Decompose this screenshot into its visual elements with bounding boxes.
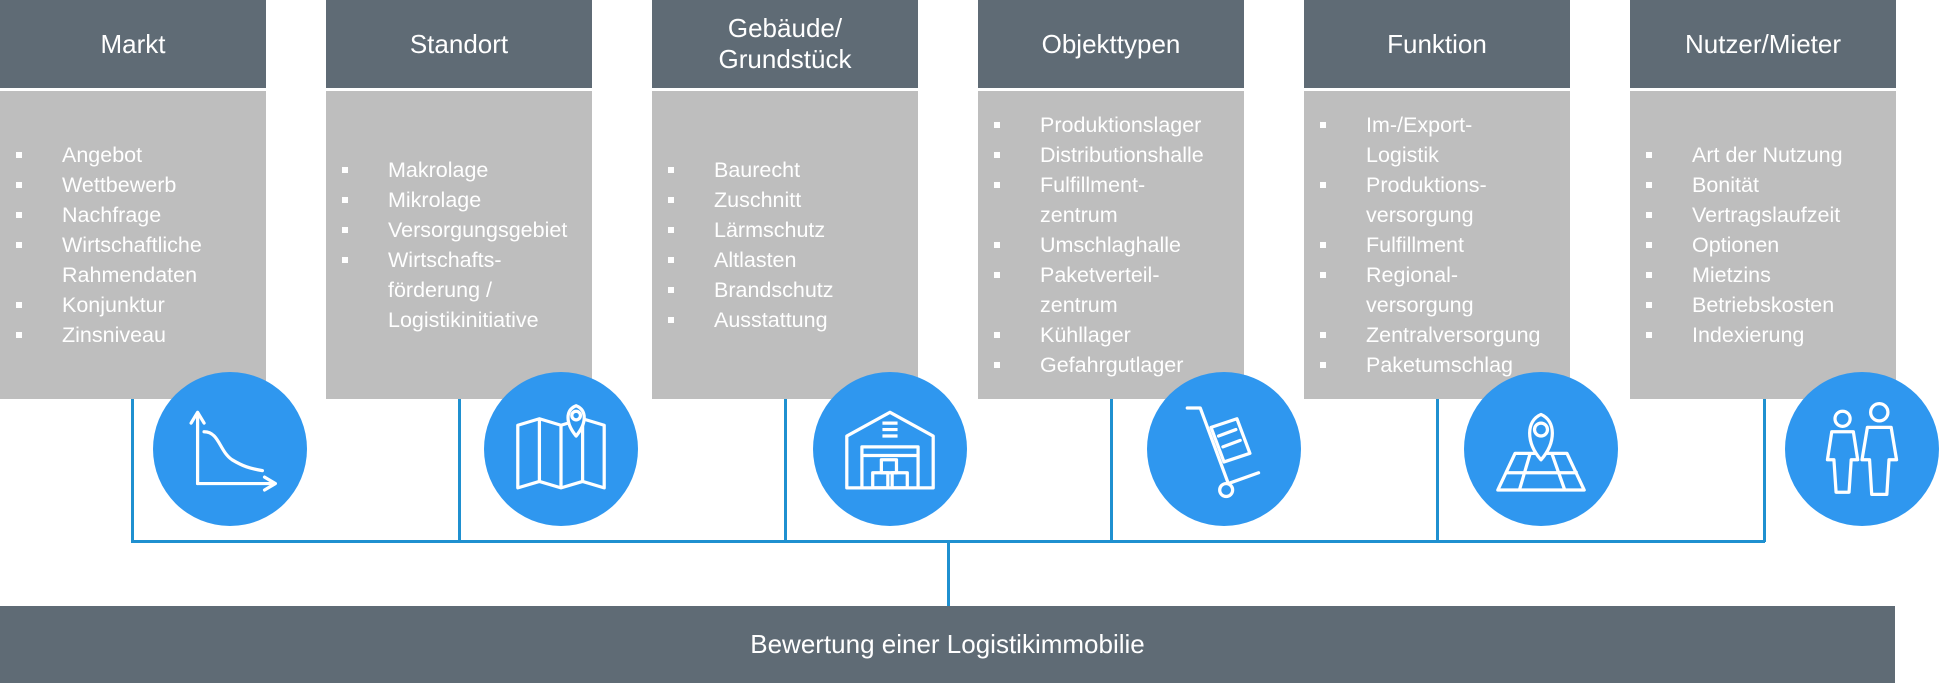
list-item: Wirtschaftliche Rahmendaten [16,230,202,290]
market-curve-chart-icon [189,410,277,492]
warehouse-icon [845,410,935,490]
list-item: Fulfillment [1320,230,1540,260]
column-divider [326,88,592,91]
list-item: Zinsniveau [16,320,202,350]
connector-drop-5 [1763,399,1766,542]
connector-drop-0 [131,399,134,542]
column-header: Markt [0,0,266,88]
list-item: Wettbewerb [16,170,202,200]
circle-function [1464,372,1618,526]
circle-object-types [1147,372,1301,526]
list-item: Regional- versorgung [1320,260,1540,320]
list-item: Makrolage [342,155,567,185]
column-divider [1630,88,1896,91]
list-item: Umschlaghalle [994,230,1204,260]
valuation-footer-bar: Bewertung einer Logistikimmobilie [0,606,1895,683]
list-item: Zuschnitt [668,185,834,215]
column-header: Gebäude/ Grundstück [652,0,918,88]
list-item: Gefahrgutlager [994,350,1204,380]
column-divider [1304,88,1570,91]
list-item: Konjunktur [16,290,202,320]
connector-drop-4 [1436,399,1439,542]
map-pin-icon [516,404,606,490]
column-header: Funktion [1304,0,1570,88]
list-item: Altlasten [668,245,834,275]
circle-users [1785,372,1939,526]
column-divider [0,88,266,91]
list-item: Brandschutz [668,275,834,305]
users-icon [1825,402,1899,496]
column-header: Objekttypen [978,0,1244,88]
list-item: Zentralversorgung [1320,320,1540,350]
list-item: Optionen [1646,230,1843,260]
list-item: Produktions- versorgung [1320,170,1540,230]
list-item: Vertragslaufzeit [1646,200,1843,230]
footer-label: Bewertung einer Logistikimmobilie [750,629,1145,659]
circle-location [484,372,638,526]
list-item: Distributionshalle [994,140,1204,170]
list-item: Indexierung [1646,320,1843,350]
list-item: Versorgungsgebiet [342,215,567,245]
list-item: Paketverteil- zentrum [994,260,1204,320]
connector-drop-1 [458,399,461,542]
list-item: Lärmschutz [668,215,834,245]
connector-drop-3 [1110,399,1113,542]
list-item: Bonität [1646,170,1843,200]
list-item: Im-/Export- Logistik [1320,110,1540,170]
list-item: Mikrolage [342,185,567,215]
list-item: Art der Nutzung [1646,140,1843,170]
list-item: Mietzins [1646,260,1843,290]
list-item: Ausstattung [668,305,834,335]
list-item: Baurecht [668,155,834,185]
column-divider [978,88,1244,91]
circle-building [813,372,967,526]
column-header: Nutzer/Mieter [1630,0,1896,88]
list-item: Betriebskosten [1646,290,1843,320]
circle-market [153,372,307,526]
list-item: Wirtschafts- förderung / Logistikinitiat… [342,245,567,335]
list-item: Nachfrage [16,200,202,230]
connector-drop-2 [784,399,787,542]
connector-to-footer [947,540,950,606]
list-item: Produktionslager [994,110,1204,140]
list-item: Kühllager [994,320,1204,350]
list-item: Angebot [16,140,202,170]
location-map-icon [1496,412,1586,492]
list-item: Paketumschlag [1320,350,1540,380]
column-header: Standort [326,0,592,88]
column-divider [652,88,918,91]
hand-truck-icon [1185,406,1261,499]
list-item: Fulfillment- zentrum [994,170,1204,230]
